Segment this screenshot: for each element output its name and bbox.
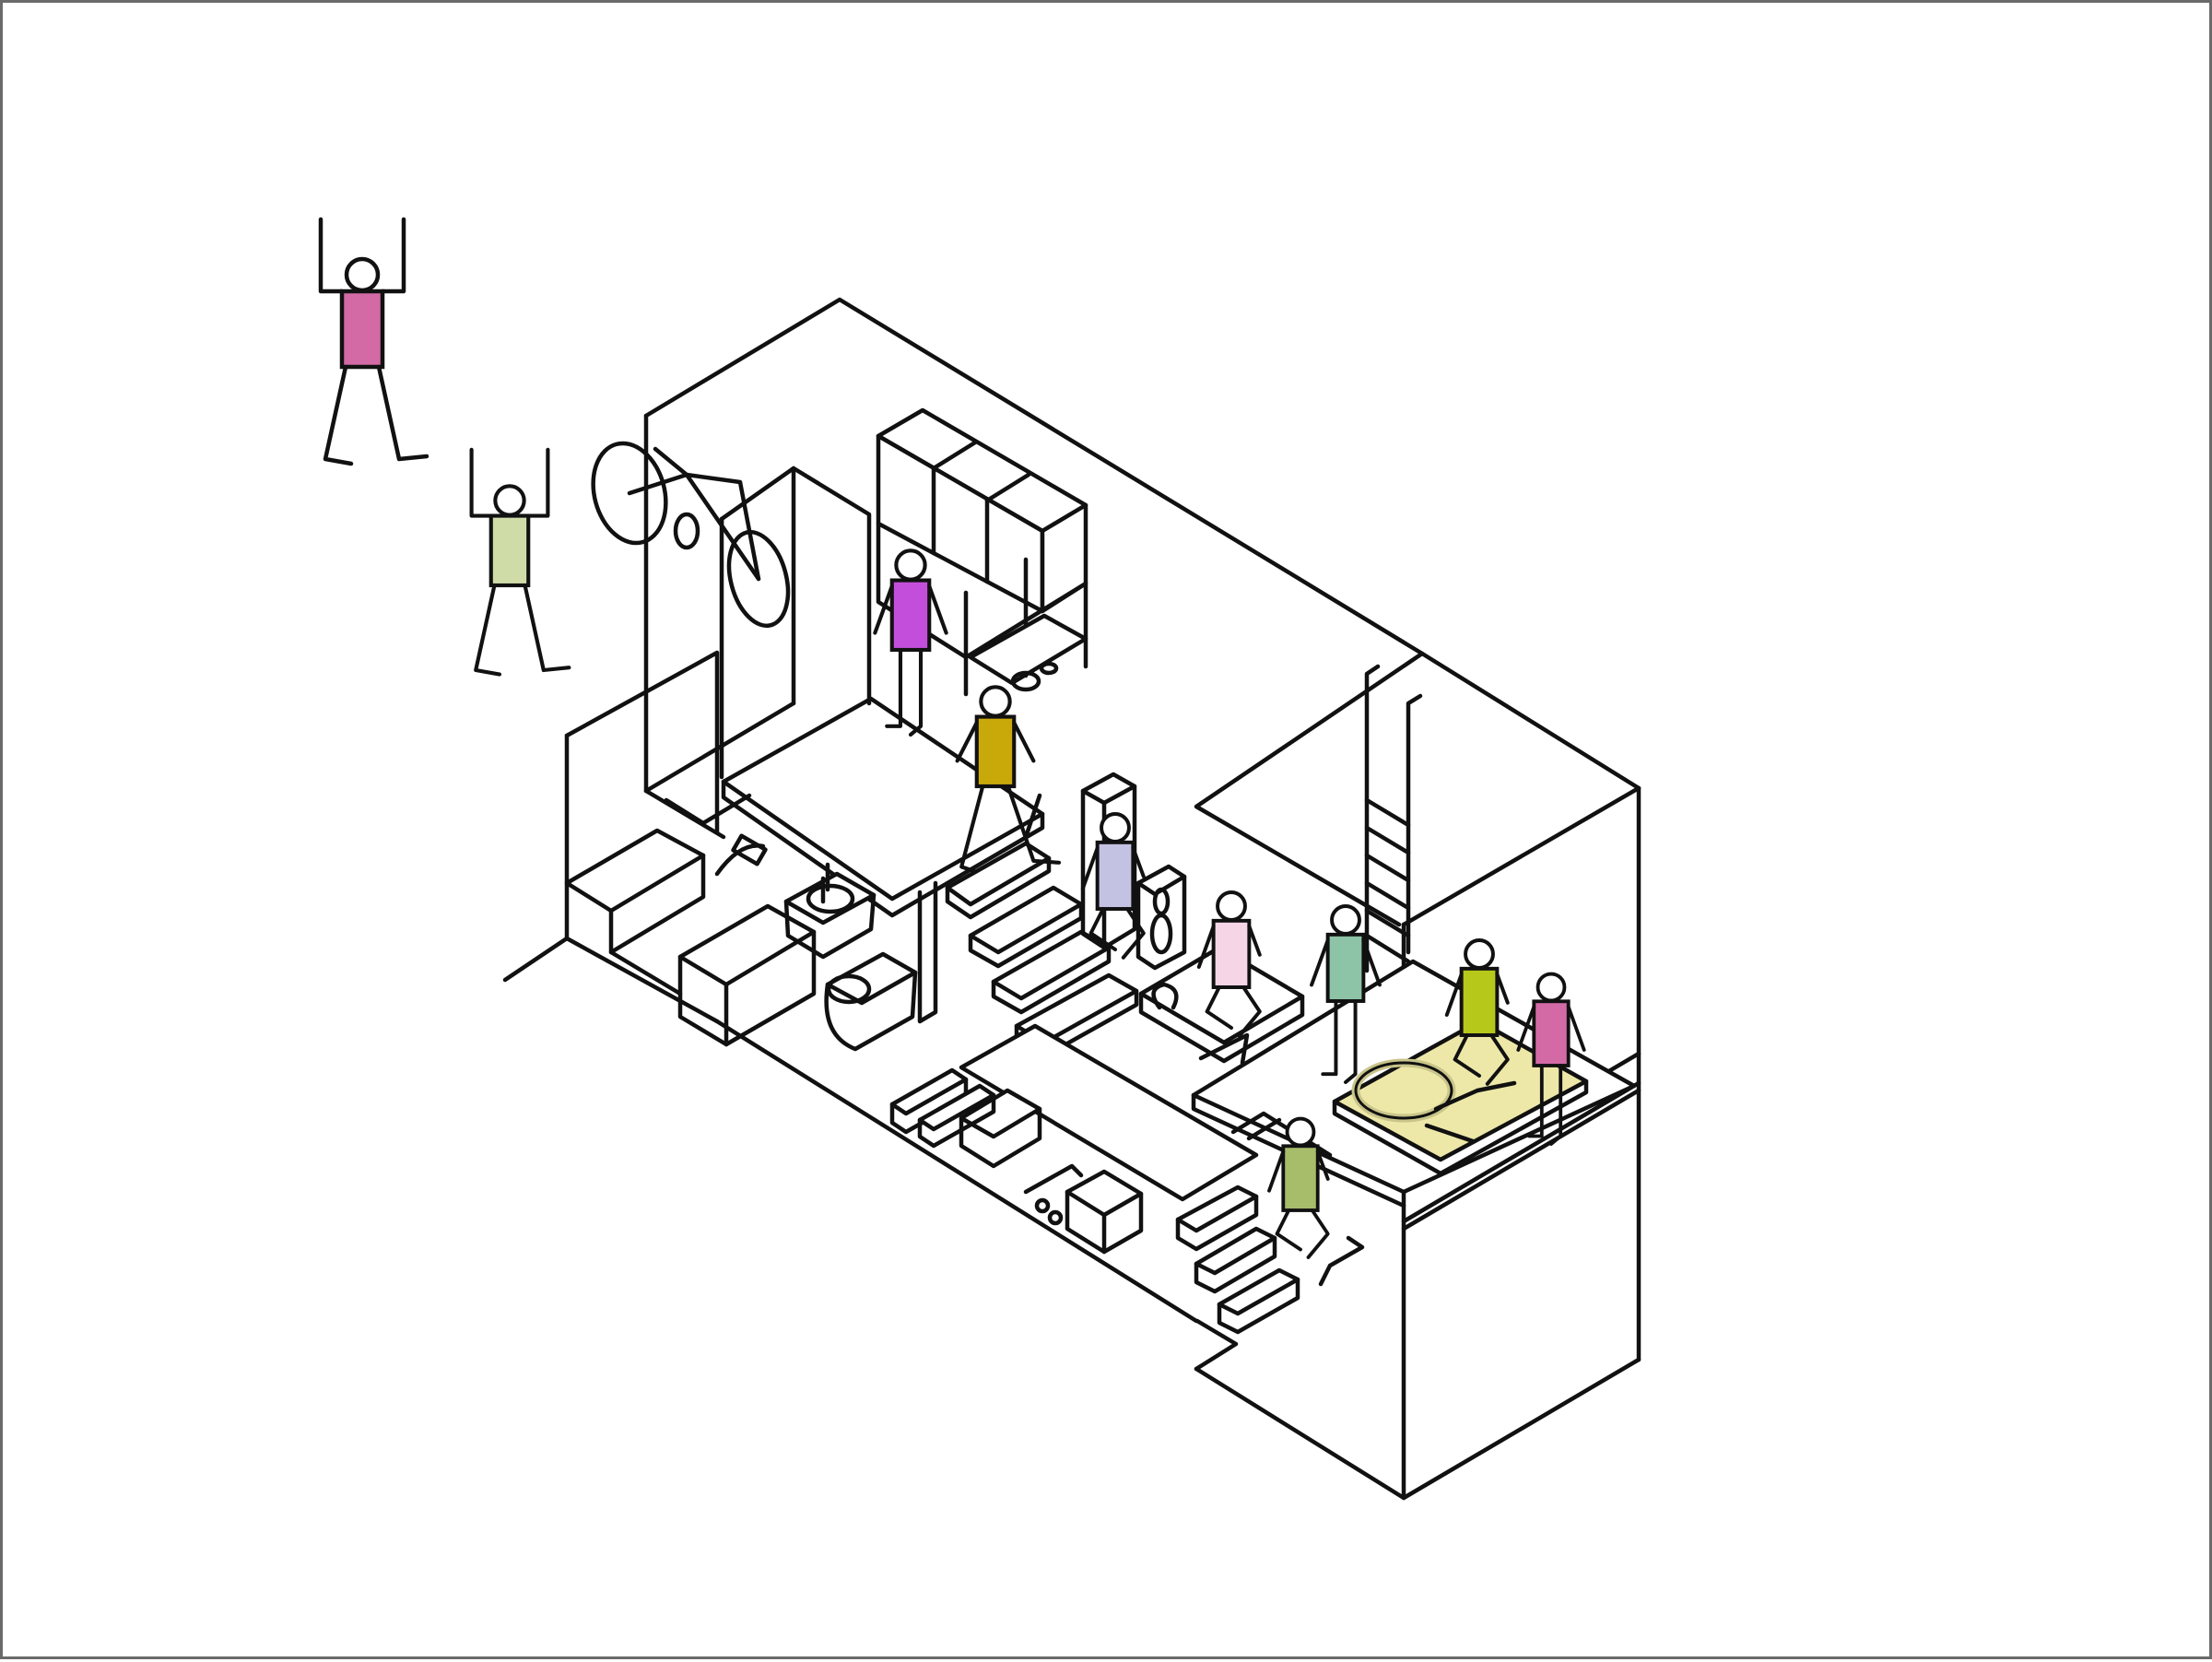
lower-left-steps <box>564 793 817 1047</box>
person-lime-sitting <box>1444 938 1510 1086</box>
person-pink-arms-up <box>318 217 429 466</box>
central-stairs <box>945 793 1139 1059</box>
person-magenta-standing <box>1516 972 1586 1146</box>
people <box>318 217 1586 1259</box>
person-violet-standing <box>873 548 948 737</box>
shirt <box>1325 932 1366 1003</box>
shirt <box>1532 999 1571 1067</box>
person-mustard-walking <box>955 685 1062 874</box>
person-sage-arms-up <box>469 447 571 677</box>
sofa <box>1332 1019 1589 1176</box>
shirt <box>974 714 1017 789</box>
shirt <box>488 513 531 588</box>
shirt <box>1095 840 1135 911</box>
shirt <box>1211 918 1252 989</box>
shirt <box>339 289 385 370</box>
shirt <box>889 578 932 653</box>
person-lavender-sitting <box>1080 812 1146 960</box>
person-teal-standing <box>1310 904 1382 1084</box>
shirt <box>1459 966 1500 1037</box>
central-lounge-floor <box>889 945 1365 1335</box>
wall-cabinets <box>876 407 1088 697</box>
isometric-apartment-section <box>318 217 1641 1501</box>
person-olive-sitting <box>1267 1116 1330 1259</box>
bicycle <box>591 441 791 629</box>
person-light-pink-sitting <box>1196 890 1262 1038</box>
shirt <box>1281 1144 1320 1212</box>
bathroom-fixtures <box>783 862 938 1052</box>
ladder <box>1364 664 1423 973</box>
